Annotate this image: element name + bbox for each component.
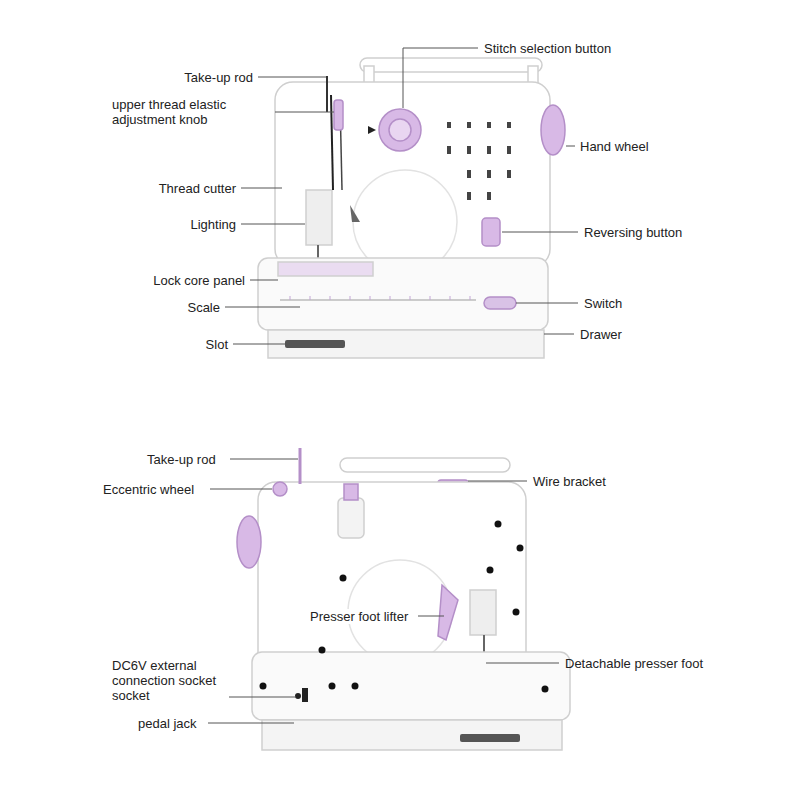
- part-label: Wire bracket: [533, 474, 606, 489]
- part-label: Detachable presser foot: [565, 656, 703, 671]
- part-label: Lock core panel: [153, 273, 245, 288]
- part-label: Hand wheel: [580, 139, 649, 154]
- part-label: Slot: [206, 337, 228, 352]
- part-label: Stitch selection button: [484, 41, 611, 56]
- part-label: Reversing button: [584, 225, 682, 240]
- part-label: Presser foot lifter: [308, 609, 410, 624]
- leader-lines: [208, 48, 578, 723]
- back-view: [237, 448, 570, 750]
- part-label: Scale: [187, 300, 220, 315]
- part-label: Take-up rod: [184, 70, 253, 85]
- front-view: [258, 58, 565, 358]
- part-label: Lighting: [190, 217, 236, 232]
- part-label: Take-up rod: [147, 452, 216, 467]
- part-label: Thread cutter: [159, 181, 236, 196]
- part-label: Eccentric wheel: [103, 482, 194, 497]
- part-label: upper thread elastic adjustment knob: [112, 97, 270, 127]
- part-label: pedal jack: [138, 716, 197, 731]
- part-label: Drawer: [580, 327, 622, 342]
- part-label: Switch: [584, 296, 622, 311]
- part-label: DC6V external connection socket socket: [112, 658, 230, 703]
